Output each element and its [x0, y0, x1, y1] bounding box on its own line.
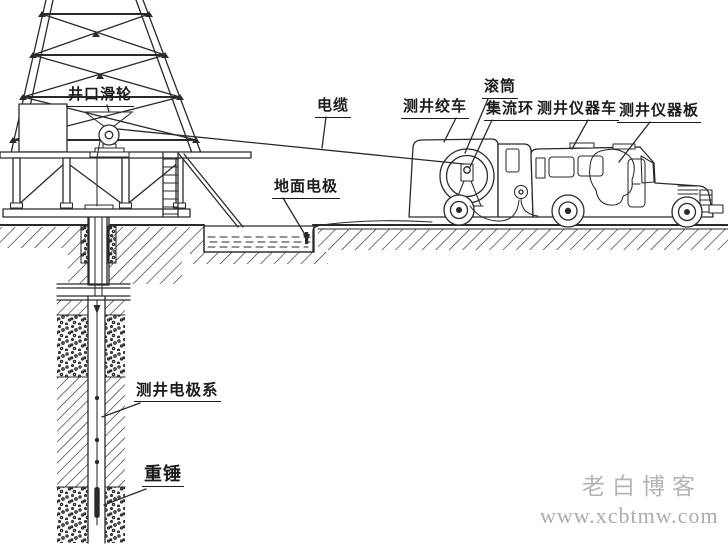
leader-weight [103, 488, 147, 506]
soil-hatch-mid [182, 227, 204, 253]
electrode-dot [94, 459, 100, 465]
surface-electrode-pit [203, 224, 319, 253]
instrument-panel-icon [589, 148, 635, 206]
front-bumper [708, 204, 724, 214]
ground-cable [313, 220, 433, 227]
wellhead-pulley-assembly [83, 111, 134, 207]
label-instrument-panel: 测井仪器板 [617, 103, 702, 123]
leader-lines [101, 98, 651, 506]
platform-base-beam [2, 208, 191, 218]
leader-surface-electrode [282, 197, 308, 239]
instrument-truck [530, 142, 724, 228]
bus-rear-window [535, 157, 546, 179]
soil-hatch-left [0, 227, 68, 248]
derrick-gussets [9, 11, 200, 143]
label-cable: 电缆 [315, 98, 352, 118]
rig-platform [0, 151, 252, 218]
casing-cement-right [108, 226, 116, 263]
inter-truck-cable [469, 184, 539, 222]
downhole-cable [93, 299, 101, 526]
casing-cement-left [81, 226, 89, 263]
section-break-lines [56, 283, 131, 301]
leader-winch-truck [443, 117, 457, 143]
logging-cable-line [117, 128, 465, 165]
equipment-house [18, 103, 68, 153]
bus-window [548, 156, 575, 178]
winch-cab-window [505, 148, 520, 173]
leader-collector-ring [469, 119, 493, 168]
label-collector-ring: 集流环 [484, 101, 537, 121]
windshield [640, 155, 655, 184]
soil-hatch-right [318, 229, 728, 250]
leader-drum [464, 98, 489, 154]
sinker-weight-icon [94, 487, 100, 518]
electrode-dot [94, 437, 100, 443]
cable-arrow-icon [93, 305, 101, 314]
borehole-section [56, 204, 131, 544]
watermark-site-url: www.xcbtmw.com [540, 503, 719, 528]
leader-instrument-truck [571, 119, 589, 150]
leader-electrode-array [101, 402, 141, 418]
leader-instrument-panel [618, 121, 651, 163]
watermark-site-name: 老白博客 [582, 474, 702, 499]
roof-vent [612, 143, 636, 150]
roof-vent [569, 142, 595, 149]
label-surface-electrode: 地面电极 [272, 179, 341, 199]
access-ladder [162, 152, 244, 228]
leader-arrow-icon [303, 234, 310, 243]
winch-truck [408, 138, 534, 226]
label-drum: 滚筒 [482, 79, 519, 99]
label-electrode-array: 测井电极系 [134, 382, 221, 403]
leader-cable [321, 116, 327, 149]
electrode-dot [94, 395, 100, 401]
label-instrument-truck: 测井仪器车 [535, 101, 620, 121]
bus-window [577, 155, 604, 177]
formation-layers [56, 300, 126, 543]
cable-sheave-icon [513, 184, 529, 200]
wellhead-pulley-icon [98, 124, 120, 146]
label-wellhead-pulley: 井口滑轮 [66, 87, 135, 107]
label-weight: 重锤 [142, 464, 184, 488]
soil-hatch-under-pit [190, 252, 328, 264]
radiator-grille [699, 189, 713, 213]
label-winch-truck: 测井绞车 [401, 99, 470, 119]
